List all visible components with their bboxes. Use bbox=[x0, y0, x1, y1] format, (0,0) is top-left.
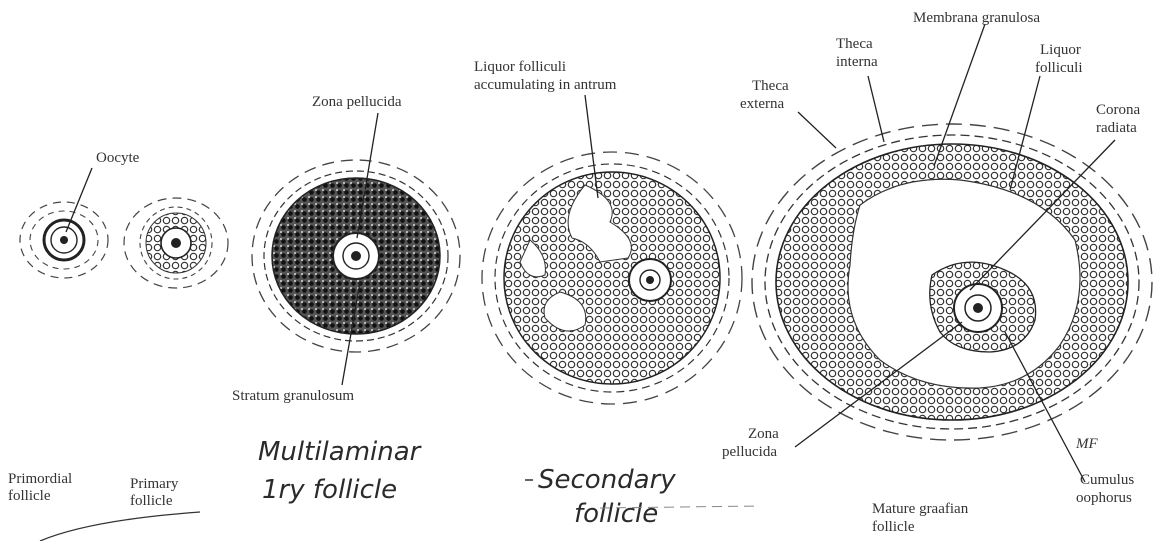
label-liquor-antrum-2: accumulating in antrum bbox=[474, 77, 617, 93]
handwritten-multilaminar-1: Multilaminar bbox=[258, 437, 423, 467]
label-theca-interna-1: Theca bbox=[836, 36, 873, 52]
caption-primordial-1: Primordial bbox=[8, 471, 72, 487]
signature-mf: MF bbox=[1075, 436, 1098, 452]
secondary-follicle bbox=[482, 152, 742, 404]
label-liquor-antrum-1: Liquor folliculi bbox=[474, 59, 566, 75]
label-liquor-folliculi-1: Liquor bbox=[1040, 42, 1081, 58]
label-stratum-granulosum: Stratum granulosum bbox=[232, 388, 354, 404]
leader-theca-interna bbox=[868, 76, 884, 142]
leader-oocyte bbox=[66, 168, 92, 232]
handwritten-multilaminar-2: 1ry follicle bbox=[262, 475, 397, 505]
label-corona-radiata-1: Corona bbox=[1096, 102, 1141, 118]
label-membrana-granulosa: Membrana granulosa bbox=[913, 10, 1040, 26]
label-oocyte: Oocyte bbox=[96, 150, 140, 166]
label-theca-interna-2: interna bbox=[836, 54, 878, 70]
label-zona-pellucida-top: Zona pellucida bbox=[312, 94, 402, 110]
label-zona-pellucida-bottom-2: pellucida bbox=[722, 444, 777, 460]
leader-theca-externa bbox=[798, 112, 836, 148]
primary-follicle bbox=[124, 198, 228, 288]
label-cumulus-oophorus-2: oophorus bbox=[1076, 490, 1132, 506]
label-liquor-folliculi-2: folliculi bbox=[1035, 60, 1083, 76]
primordial-follicle bbox=[20, 202, 108, 278]
label-theca-externa-2: externa bbox=[740, 96, 784, 112]
caption-primordial-2: follicle bbox=[8, 488, 51, 504]
label-zona-pellucida-bottom-1: Zona bbox=[748, 426, 779, 442]
follicle-captions: Primordial follicle Primary follicle Mul… bbox=[8, 437, 969, 535]
caption-primary-2: follicle bbox=[130, 493, 173, 509]
handwritten-secondary-1: Secondary bbox=[538, 465, 676, 495]
label-theca-externa-1: Theca bbox=[752, 78, 789, 94]
multilaminar-follicle bbox=[252, 160, 460, 352]
caption-mature-2: follicle bbox=[872, 519, 915, 535]
caption-mature-1: Mature graafian bbox=[872, 501, 969, 517]
handwritten-secondary-2: follicle bbox=[574, 499, 658, 529]
label-cumulus-oophorus-1: Cumulus bbox=[1080, 472, 1134, 488]
label-corona-radiata-2: radiata bbox=[1096, 120, 1137, 136]
caption-primary-1: Primary bbox=[130, 476, 179, 492]
mature-graafian-follicle bbox=[752, 124, 1152, 440]
